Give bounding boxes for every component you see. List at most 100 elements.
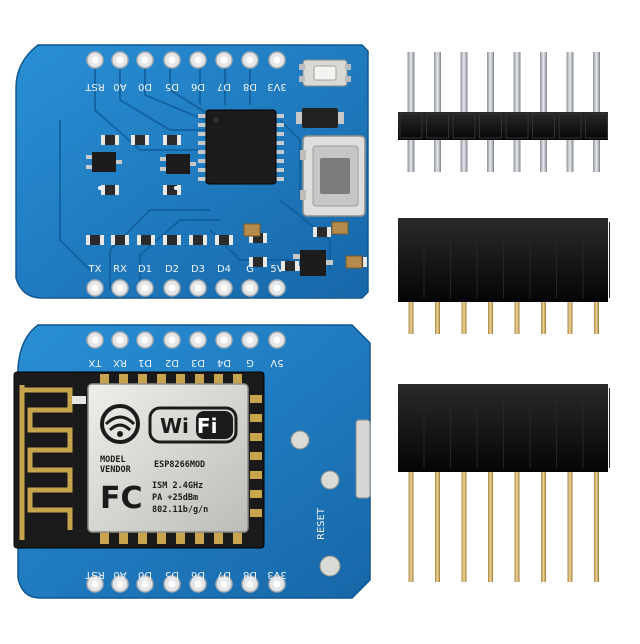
smd-resistor-body (135, 135, 145, 145)
pin-hole (220, 336, 228, 344)
pin-hole (91, 56, 99, 64)
pin-hole (194, 580, 202, 588)
pin-label-d0: D0 (138, 81, 152, 92)
module-pad (250, 471, 262, 479)
top-board-pads-bottom-row (86, 279, 286, 297)
pin-label-tx: TX (88, 357, 102, 368)
header-pin (514, 296, 520, 334)
smd-capacitor (345, 255, 363, 269)
pin-label-a0: A0 (113, 81, 126, 92)
module-pad (195, 374, 204, 386)
header-pin (567, 466, 573, 582)
module-pad (157, 532, 166, 544)
pin-hole (168, 580, 176, 588)
module-pad (250, 395, 262, 403)
header-segment (505, 113, 529, 139)
pin-hole (141, 580, 149, 588)
pin-hole (91, 284, 99, 292)
smd-resistor-body (167, 135, 177, 145)
header-pin (488, 466, 493, 582)
header-segment (479, 113, 502, 139)
header-segment (452, 113, 476, 139)
pin-label-rst: RST (84, 81, 104, 92)
pin-hole (116, 284, 124, 292)
header-segment (426, 113, 449, 139)
header-pin (541, 296, 546, 334)
smd-resistor-body (141, 235, 151, 245)
module-pad (250, 509, 262, 517)
pin-hole (246, 56, 254, 64)
pin-hole (246, 580, 254, 588)
pin-hole (273, 56, 281, 64)
header-pin (594, 466, 599, 582)
pin-label-d2: D2 (165, 357, 179, 368)
module-pad (176, 532, 185, 544)
transistor-q2 (160, 154, 196, 174)
pin-hole (141, 56, 149, 64)
bottom-board-pads-top-row (86, 331, 286, 349)
module-spec-1: ISM 2.4GHz (152, 481, 203, 491)
header-segment (532, 113, 555, 139)
smd-resistor-body (105, 185, 115, 195)
pin-label-3v3: 3V3 (267, 569, 287, 580)
module-pad (250, 452, 262, 460)
pin-label-d5: D5 (165, 81, 179, 92)
header-pin (461, 466, 467, 582)
pin-label-5v: 5V (270, 357, 283, 368)
smd-components (86, 135, 367, 271)
top-pcb-outline (15, 44, 369, 299)
pin-hole (246, 336, 254, 344)
pin-label-a0: A0 (113, 569, 126, 580)
pin-hole (168, 56, 176, 64)
pin-label-d8: D8 (243, 569, 257, 580)
test-pad (290, 430, 310, 450)
smd-resistor-body (253, 233, 263, 243)
module-pad (233, 374, 242, 386)
pin-hole (220, 56, 228, 64)
transistor-q3 (293, 250, 333, 276)
module-spec-2: PA +25dBm (152, 493, 198, 503)
header-pin (514, 466, 520, 582)
pin-hole (168, 284, 176, 292)
pin-hole (116, 336, 124, 344)
pcb-antenna (19, 385, 73, 540)
pin-label-d6: D6 (191, 81, 205, 92)
pin-label-tx: TX (88, 264, 102, 275)
test-pad (320, 470, 340, 490)
module-pad (119, 374, 128, 386)
module-pad (214, 374, 223, 386)
header-pin (594, 296, 599, 334)
smd-resistor-body (193, 235, 203, 245)
pin-label-d1: D1 (138, 264, 152, 275)
pin-label-d3: D3 (191, 264, 205, 275)
pin-label-g: G (246, 264, 254, 275)
smd-resistor-body (317, 227, 327, 237)
module-pad (100, 374, 109, 386)
smd-resistor-body (115, 235, 125, 245)
pin-label-d4: D4 (217, 264, 231, 275)
smd-resistor-body (253, 257, 263, 267)
module-pad (119, 532, 128, 544)
pin-label-d7: D7 (217, 81, 231, 92)
top-board-pads-top-row (86, 51, 286, 69)
module-model-line1: MODEL (100, 455, 126, 465)
pin-label-5v: 5V (270, 264, 283, 275)
header-segment (558, 113, 582, 139)
pin-hole (194, 284, 202, 292)
module-pad (233, 532, 242, 544)
module-pad (138, 532, 147, 544)
smd-resistor-body (105, 135, 115, 145)
pin-label-d1: D1 (138, 357, 152, 368)
fcc-logo: FC (100, 481, 143, 516)
pin-hole (141, 284, 149, 292)
pin-hole (91, 336, 99, 344)
module-model-name: ESP8266MOD (154, 460, 205, 470)
